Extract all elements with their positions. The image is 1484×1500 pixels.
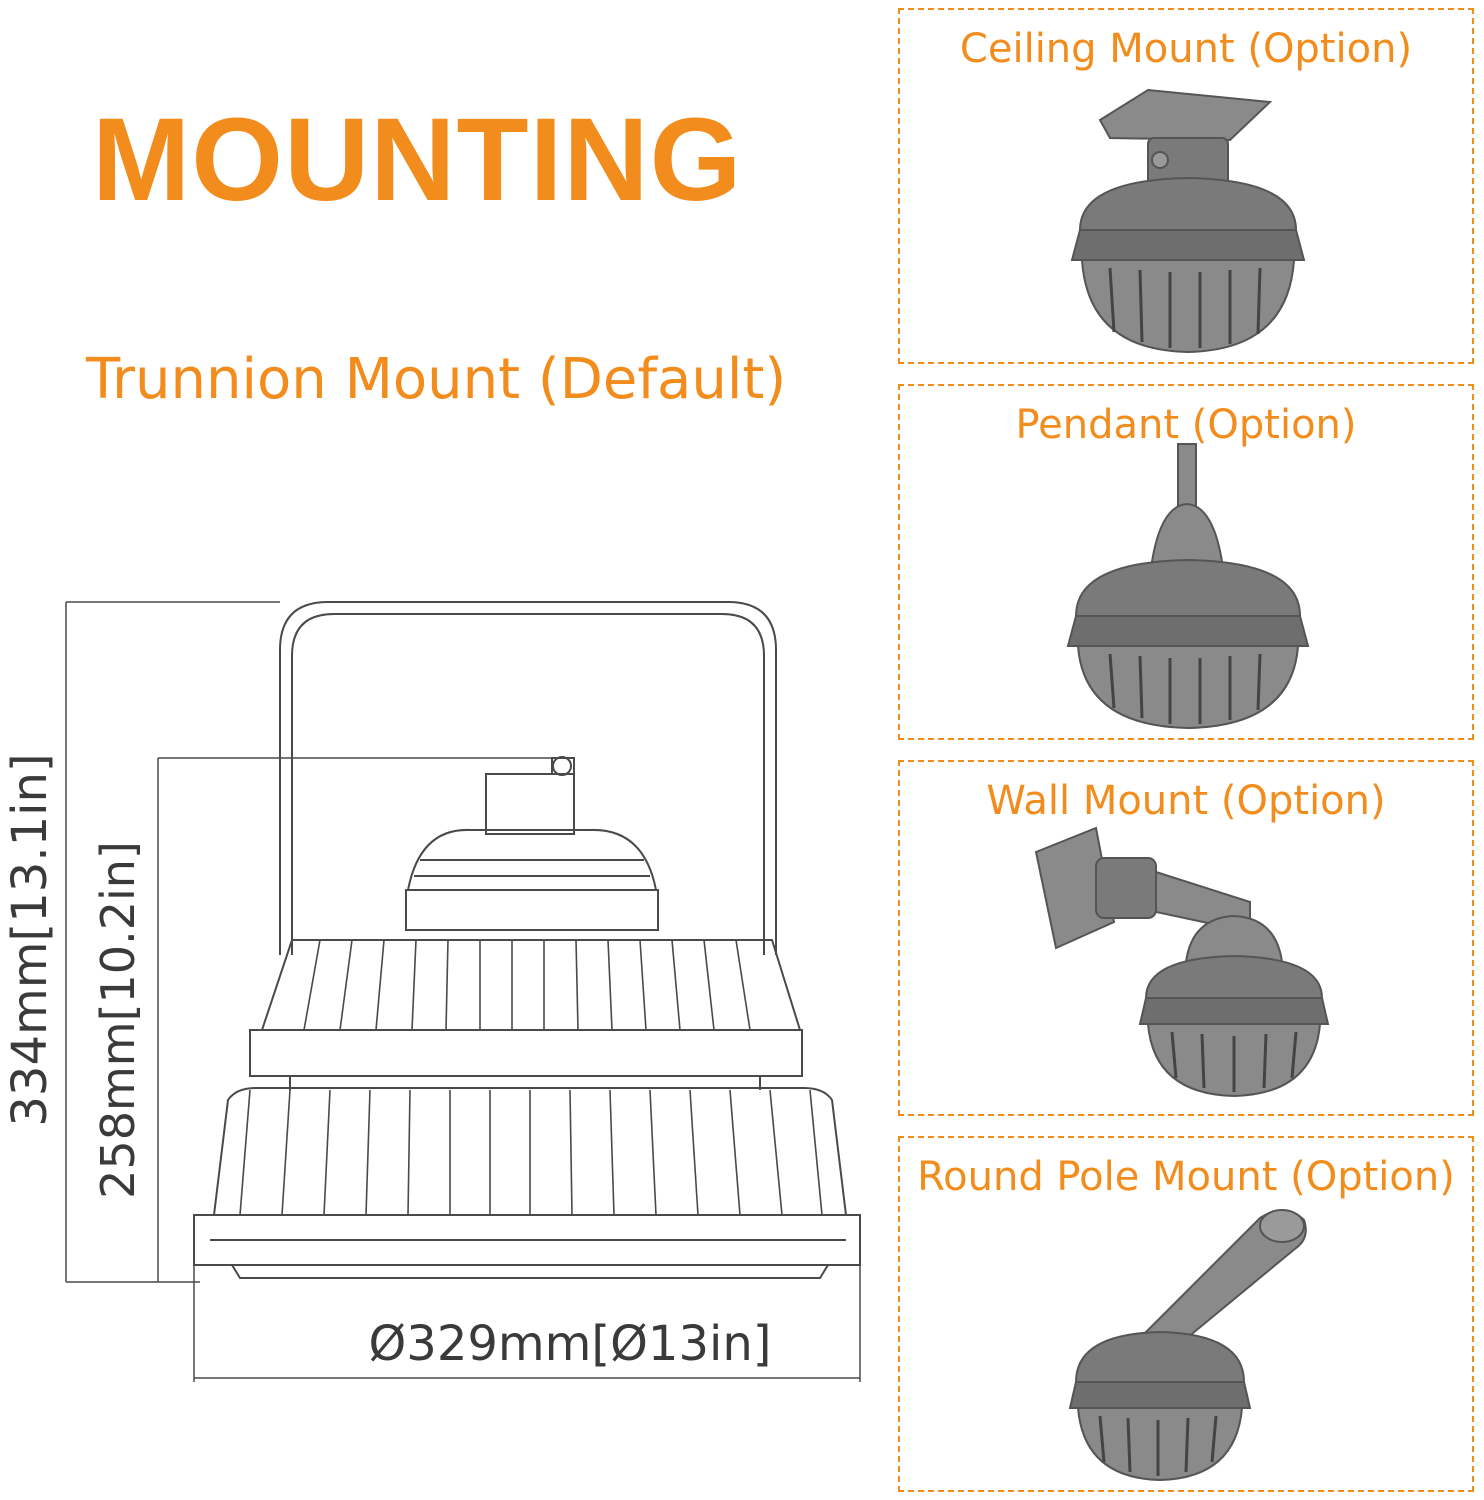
- trunnion-mount-drawing: 334mm[13.1in] 258mm[10.2in] Ø329mm[Ø13in…: [2, 601, 861, 1382]
- option-panel-wall: Wall Mount (Option): [898, 760, 1474, 1116]
- round-pole-mount-fixture-icon: [1068, 1209, 1307, 1482]
- page-title: MOUNTING: [92, 94, 743, 226]
- wall-mount-fixture-icon: [1034, 826, 1330, 1098]
- base-ring: [193, 1214, 861, 1266]
- option-label-round-pole: Round Pole Mount (Option): [917, 1154, 1455, 1200]
- option-label-pendant: Pendant (Option): [1015, 402, 1357, 448]
- default-mount-label: Trunnion Mount (Default): [86, 347, 787, 412]
- middle-band: [249, 1029, 803, 1077]
- junction-box: [485, 773, 575, 835]
- option-panel-round-pole: Round Pole Mount (Option): [898, 1136, 1474, 1492]
- option-label-ceiling: Ceiling Mount (Option): [959, 26, 1413, 72]
- option-panel-pendant: Pendant (Option): [898, 384, 1474, 740]
- diameter-label: Ø329mm[Ø13in]: [369, 1316, 772, 1372]
- option-label-wall: Wall Mount (Option): [986, 778, 1386, 824]
- housing-dome: [406, 828, 658, 891]
- body-height-label: 258mm[10.2in]: [91, 841, 145, 1199]
- ceiling-mount-fixture-icon: [1070, 88, 1306, 354]
- overall-height-label: 334mm[13.1in]: [2, 753, 58, 1126]
- upper-fin-ring: [260, 939, 802, 1031]
- heatsink: [212, 1087, 848, 1216]
- option-panel-ceiling: Ceiling Mount (Option): [898, 8, 1474, 364]
- trunnion-bracket: [279, 601, 777, 955]
- pendant-fixture-icon: [1066, 443, 1310, 730]
